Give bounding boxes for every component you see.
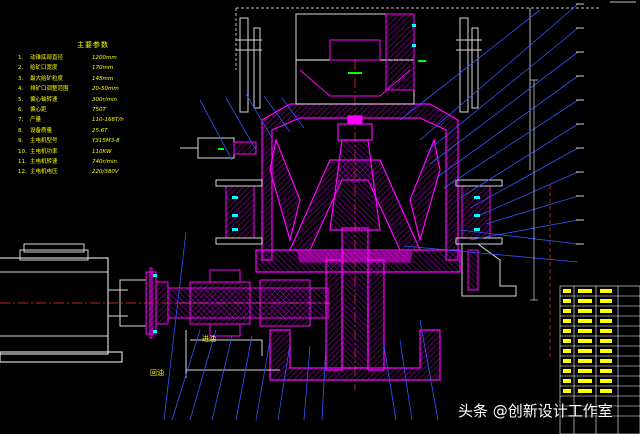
spec-row-no: 8. bbox=[18, 127, 24, 134]
spec-table-title: 主要参数 bbox=[77, 41, 109, 49]
spec-row-value: 1200mm bbox=[92, 55, 117, 61]
feed-hopper bbox=[295, 13, 415, 105]
spec-row-label: 产量 bbox=[30, 117, 42, 124]
spec-row-value: 110-168T/h bbox=[92, 117, 124, 124]
main-shaft bbox=[297, 227, 413, 371]
spec-row-no: 12. bbox=[18, 169, 27, 176]
spec-row: 1. 动锥底部直径 1200mm bbox=[18, 53, 168, 63]
spec-row-value: 740r/min bbox=[92, 159, 117, 166]
spec-row-label: 排矿口调整范围 bbox=[30, 86, 69, 93]
spec-row-value: Y315M3-8 bbox=[92, 138, 120, 145]
oil-pipes bbox=[185, 330, 280, 378]
spec-row-no: 1. bbox=[18, 55, 24, 61]
spec-row-no: 7. bbox=[18, 117, 24, 124]
spec-row-label: 主电机转速 bbox=[30, 159, 58, 166]
spec-row-no: 10. bbox=[18, 148, 27, 155]
spec-table-rows: 1. 动锥底部直径 1200mm 2. 给矿口宽度 170mm 3. 最大给矿粒度 145mm 4… bbox=[18, 53, 168, 178]
crushing-cone bbox=[269, 115, 441, 251]
parts-list bbox=[559, 285, 640, 434]
spec-row-no: 3. bbox=[18, 75, 24, 82]
spec-row-value: 750T bbox=[92, 107, 106, 114]
spec-row-no: 2. bbox=[18, 65, 24, 72]
spec-row: 2. 给矿口宽度 170mm bbox=[18, 63, 168, 73]
spec-row: 3. 最大给矿粒度 145mm bbox=[18, 74, 168, 84]
spec-row-no: 9. bbox=[18, 138, 24, 145]
leader-lines bbox=[163, 3, 579, 421]
spec-row: 8. 设备质量 25.6T bbox=[18, 126, 168, 136]
spec-row-label: 偏心轴转速 bbox=[30, 96, 58, 103]
spec-row: 6. 偏心距 750T bbox=[18, 105, 168, 115]
spec-row-value: 20-50mm bbox=[92, 86, 119, 93]
watermark: 头条 @创新设计工作室 bbox=[458, 402, 613, 420]
spec-row: 10.主电机功率 110KW bbox=[18, 147, 168, 157]
spec-row-label: 偏心距 bbox=[30, 107, 47, 114]
spec-row: 11.主电机转速 740r/min bbox=[18, 157, 168, 167]
spec-row-label: 设备质量 bbox=[30, 127, 53, 134]
parts-list-marks bbox=[563, 289, 612, 393]
spec-row-label: 主电机电压 bbox=[30, 169, 58, 176]
spec-row: 12.主电机电压 220/380V bbox=[18, 167, 168, 177]
spec-row-no: 6. bbox=[18, 107, 24, 114]
spec-row-value: 110KW bbox=[92, 148, 112, 155]
leader-ticks bbox=[576, 3, 584, 245]
tie-rods bbox=[236, 17, 482, 113]
spec-row-label: 最大给矿粒度 bbox=[30, 75, 64, 82]
countershaft bbox=[167, 269, 330, 337]
motor bbox=[0, 243, 147, 363]
spec-row-label: 给矿口宽度 bbox=[30, 65, 58, 72]
spec-row-value: 220/380V bbox=[92, 169, 119, 176]
coupling bbox=[145, 267, 169, 339]
spec-row-value: 170mm bbox=[92, 65, 114, 72]
spec-row: 4. 排矿口调整范围 20-50mm bbox=[18, 84, 168, 94]
spec-row: 7. 产量 110-168T/h bbox=[18, 115, 168, 125]
spec-row-value: 145mm bbox=[92, 75, 114, 82]
drawing-frame bbox=[235, 1, 636, 360]
spec-row-no: 5. bbox=[18, 96, 24, 103]
spec-row-label: 主电机功率 bbox=[30, 148, 58, 155]
spec-row-no: 4. bbox=[18, 86, 24, 93]
spec-row-no: 11. bbox=[18, 159, 27, 166]
right-support bbox=[461, 243, 517, 297]
spec-row-label: 动锥底部直径 bbox=[30, 55, 64, 61]
spec-row: 5. 偏心轴转速 300r/min bbox=[18, 95, 168, 105]
hydraulic-cylinder bbox=[180, 137, 257, 159]
spec-row: 9. 主电机型号 Y315M3-8 bbox=[18, 136, 168, 146]
coupling-bolts bbox=[153, 274, 157, 333]
spec-row-label: 主电机型号 bbox=[30, 138, 58, 145]
cyan-bolts bbox=[232, 24, 480, 231]
spec-row-value: 25.6T bbox=[92, 127, 108, 134]
green-markers bbox=[218, 60, 426, 150]
oil-in-label: 进油 bbox=[202, 335, 216, 343]
oil-out-label: 回油 bbox=[150, 369, 164, 377]
spec-row-value: 300r/min bbox=[92, 96, 117, 103]
dimension-line bbox=[530, 79, 538, 301]
